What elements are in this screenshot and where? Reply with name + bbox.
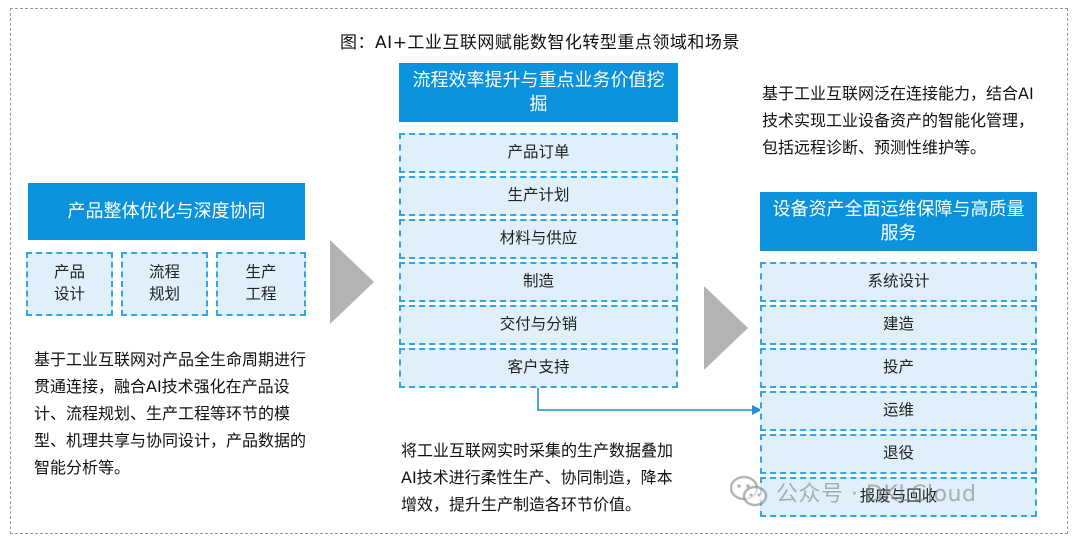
wechat-icon	[729, 475, 768, 509]
middle-item-4: 交付与分销	[399, 305, 678, 345]
watermark-text: 公众号 · DKLCloud	[776, 482, 977, 507]
right-item-5: 报废与回收	[760, 477, 1037, 517]
right-item-3: 运维	[760, 391, 1037, 431]
middle-item-1: 生产计划	[399, 176, 678, 216]
middle-description: 将工业互联网实时采集的生产数据叠加AI技术进行柔性生产、协同制造，降本增效，提升…	[401, 441, 674, 514]
watermark: 公众号 · DKLCloud	[729, 475, 977, 509]
connector-arrow	[537, 388, 762, 415]
right-item-4: 退役	[760, 434, 1037, 474]
middle-item-5: 客户支持	[399, 348, 678, 388]
flow-arrow-1	[330, 240, 374, 324]
left-cell-production-engineering: 生产 工程	[216, 252, 306, 316]
right-description: 基于工业互联网泛在连接能力，结合AI技术实现工业设备资产的智能化管理，包括远程诊…	[762, 84, 1035, 157]
left-description: 基于工业互联网对产品全生命周期进行贯通连接，融合AI技术强化在产品设计、流程规划…	[34, 350, 307, 477]
right-item-0: 系统设计	[760, 262, 1037, 302]
left-cell-process-planning: 流程 规划	[121, 252, 208, 316]
right-item-1: 建造	[760, 305, 1037, 345]
right-header: 设备资产全面运维保障与高质量服务	[760, 192, 1037, 251]
right-item-2: 投产	[760, 348, 1037, 388]
figure-frame	[10, 8, 1068, 534]
left-header: 产品整体优化与深度协同	[28, 183, 305, 240]
left-cell-product-design: 产品 设计	[26, 252, 113, 316]
middle-header: 流程效率提升与重点业务价值挖掘	[399, 63, 678, 122]
middle-item-3: 制造	[399, 262, 678, 302]
figure-title: 图：AI+工业互联网赋能数智化转型重点领域和场景	[340, 33, 740, 53]
middle-item-2: 材料与供应	[399, 219, 678, 259]
middle-item-0: 产品订单	[399, 133, 678, 173]
flow-arrow-2	[704, 286, 748, 370]
